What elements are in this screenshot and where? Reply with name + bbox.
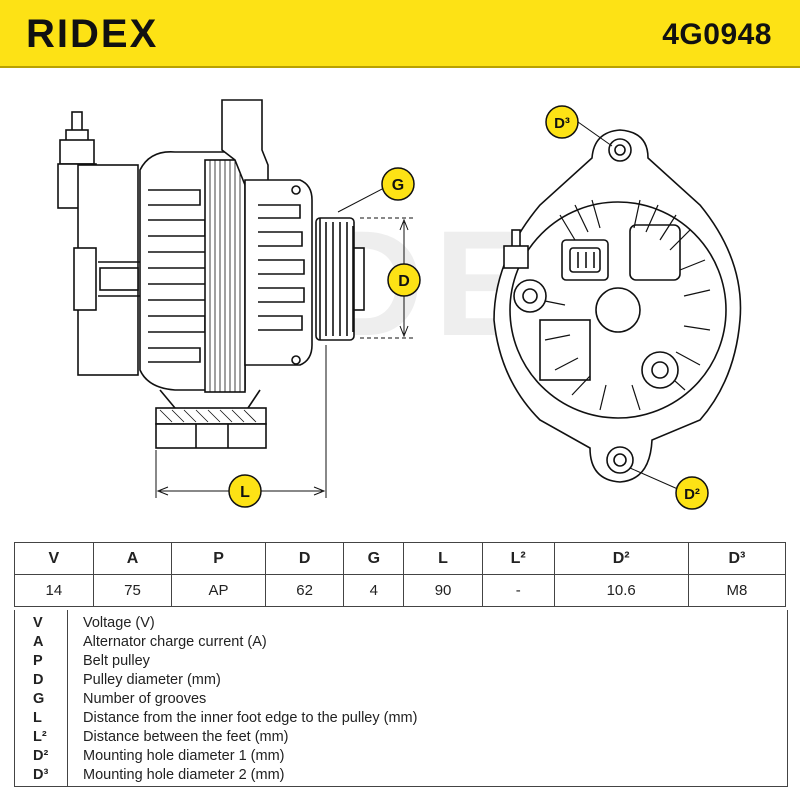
g-leader — [337, 187, 385, 213]
header-bar: RIDEX 4G0948 — [0, 0, 800, 68]
legend-row: A Alternator charge current (A) — [15, 633, 787, 651]
callout-g: G — [381, 167, 415, 201]
legend-key: P — [33, 653, 43, 669]
spec-value-cell: 62 — [264, 574, 345, 607]
legend-desc: Belt pulley — [83, 653, 150, 669]
legend-desc: Pulley diameter (mm) — [83, 672, 221, 688]
svg-text:D²: D² — [684, 486, 700, 503]
legend-key: L² — [33, 729, 47, 745]
side-view — [57, 99, 365, 449]
spec-value-cell: M8 — [687, 574, 787, 607]
spec-header-cell: L — [403, 542, 483, 575]
spec-value-cell: AP — [171, 574, 266, 607]
legend-key: D — [33, 672, 44, 688]
svg-text:D³: D³ — [554, 115, 570, 132]
callout-d3: D³ — [545, 105, 579, 139]
legend-key: G — [33, 691, 45, 707]
legend-row: G Number of grooves — [15, 690, 787, 708]
legend-key: D³ — [33, 767, 49, 783]
specs-header-row: V A P D G L L² D² D³ — [14, 542, 787, 575]
end-view — [493, 129, 742, 483]
svg-text:G: G — [392, 177, 404, 194]
legend-desc: Distance from the inner foot edge to the… — [83, 710, 418, 726]
spec-header-cell: G — [343, 542, 405, 575]
svg-text:D: D — [398, 273, 410, 290]
legend-desc: Distance between the feet (mm) — [83, 729, 289, 745]
spec-header-cell: P — [171, 542, 266, 575]
spec-value-cell: 14 — [14, 574, 94, 607]
legend-box: V Voltage (V) A Alternator charge curren… — [14, 610, 788, 787]
spec-header-cell: L² — [481, 542, 555, 575]
d2-leader — [629, 467, 681, 491]
spec-header-cell: A — [92, 542, 173, 575]
spec-header-cell: D — [264, 542, 345, 575]
legend-desc: Number of grooves — [83, 691, 207, 707]
part-number: 4G0948 — [662, 18, 772, 51]
legend-desc: Mounting hole diameter 2 (mm) — [83, 767, 285, 783]
spec-header-cell: D³ — [687, 542, 787, 575]
callout-d: D — [387, 263, 421, 297]
legend-separator — [67, 610, 68, 786]
legend-row: L² Distance between the feet (mm) — [15, 728, 787, 746]
spec-value-cell: 10.6 — [553, 574, 689, 607]
svg-text:L: L — [240, 484, 250, 501]
legend-key: A — [33, 634, 44, 650]
legend-key: V — [33, 615, 43, 631]
d3-leader — [577, 121, 613, 147]
callout-d2: D² — [675, 476, 709, 510]
spec-header-cell: V — [14, 542, 94, 575]
spec-header-cell: D² — [553, 542, 689, 575]
svg-text:RIDEX: RIDEX — [26, 14, 158, 54]
legend-key: L — [33, 710, 42, 726]
specs-table: V A P D G L L² D² D³ 14 75 AP 62 4 90 - … — [14, 542, 787, 607]
ridex-logo: RIDEX — [26, 14, 158, 54]
specs-value-row: 14 75 AP 62 4 90 - 10.6 M8 — [14, 574, 787, 607]
spec-value-cell: 75 — [92, 574, 173, 607]
callout-l: L — [228, 474, 262, 508]
spec-value-cell: - — [481, 574, 555, 607]
legend-row: L Distance from the inner foot edge to t… — [15, 709, 787, 727]
legend-row: V Voltage (V) — [15, 614, 787, 632]
legend-desc: Alternator charge current (A) — [83, 634, 267, 650]
spec-value-cell: 90 — [403, 574, 483, 607]
legend-desc: Voltage (V) — [83, 615, 155, 631]
legend-row: P Belt pulley — [15, 652, 787, 670]
legend-key: D² — [33, 748, 49, 764]
legend-row: D Pulley diameter (mm) — [15, 671, 787, 689]
legend-row: D³ Mounting hole diameter 2 (mm) — [15, 766, 787, 784]
alternator-drawing: RIDEX — [57, 99, 742, 510]
legend-desc: Mounting hole diameter 1 (mm) — [83, 748, 285, 764]
spec-value-cell: 4 — [343, 574, 405, 607]
legend-row: D² Mounting hole diameter 1 (mm) — [15, 747, 787, 765]
